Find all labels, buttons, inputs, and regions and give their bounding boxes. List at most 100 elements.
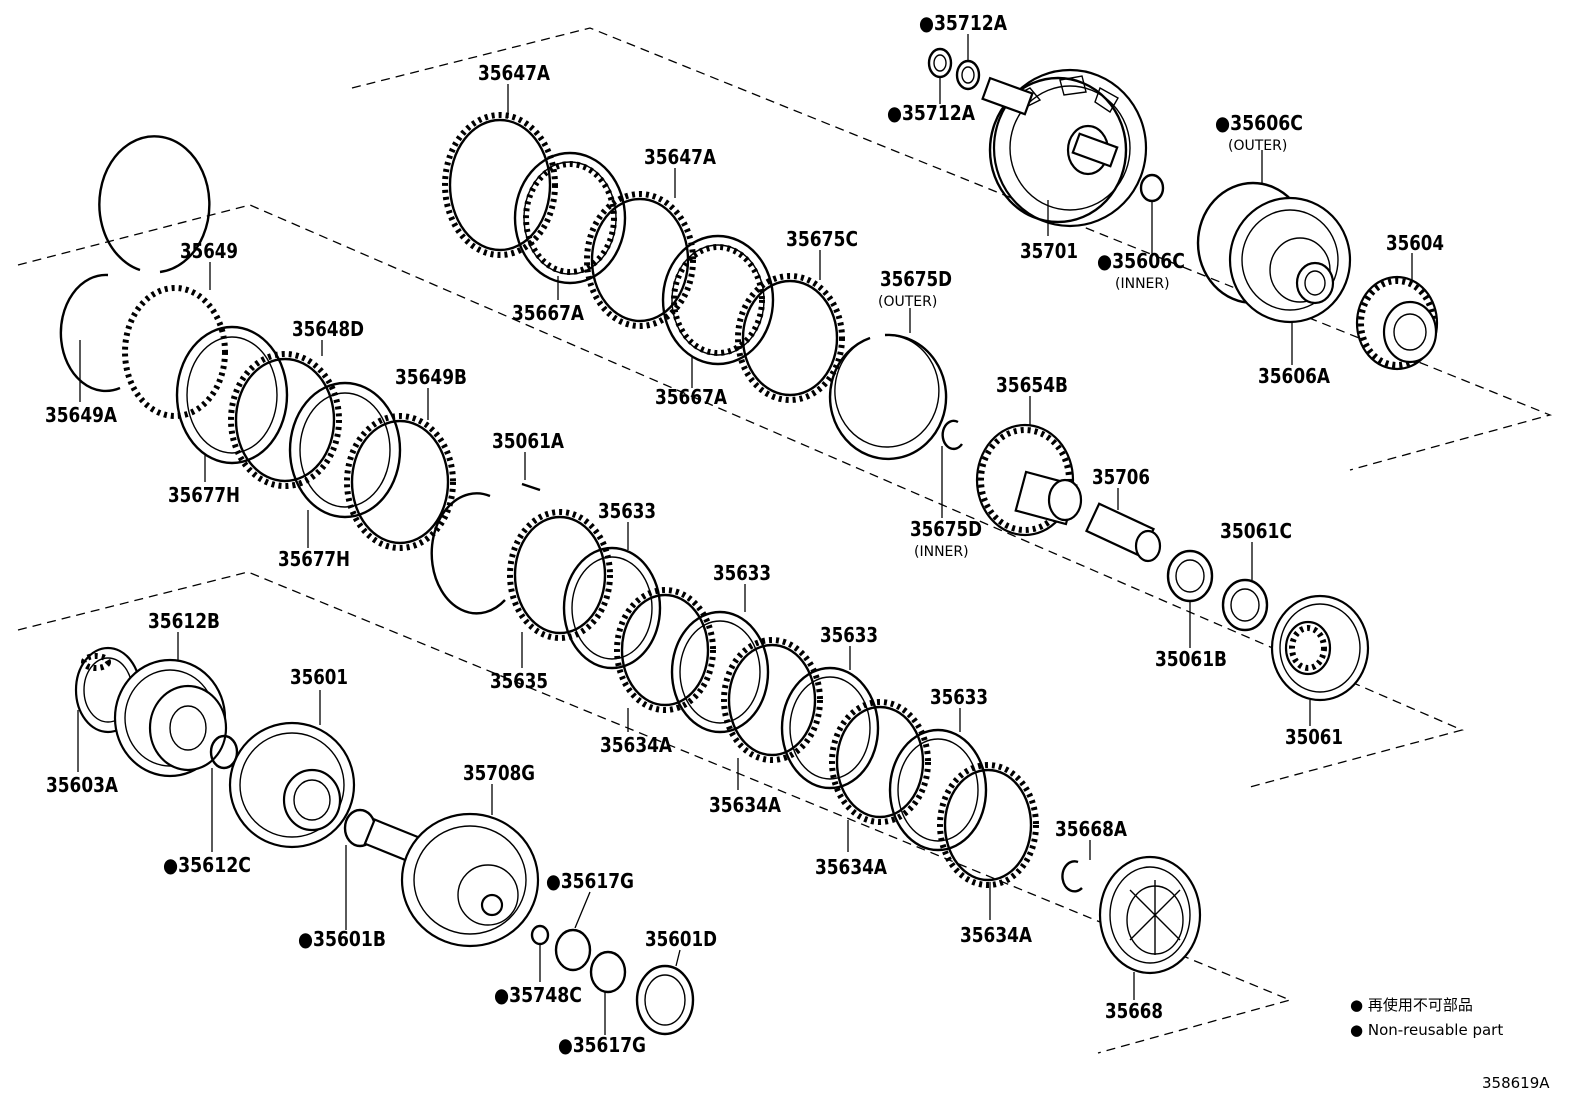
label-35061: 35061 xyxy=(1285,725,1343,749)
clutch-plate-35648D xyxy=(228,351,342,489)
label-35635: 35635 xyxy=(490,669,548,693)
clutch-plate-35647A-2 xyxy=(584,191,696,329)
label-35633-2: 35633 xyxy=(713,561,771,585)
clutch-disc-35633-4 xyxy=(888,728,988,852)
label-35633-3: 35633 xyxy=(820,623,878,647)
hub-35668 xyxy=(1098,855,1202,975)
label-35612C: ●35612C xyxy=(163,853,251,877)
label-35675D-inner: 35675D xyxy=(910,517,982,541)
hub-35061 xyxy=(1270,594,1370,702)
thrust-washer-35601D xyxy=(635,964,695,1036)
label-35677H-2: 35677H xyxy=(278,547,350,571)
label-35677H-1: 35677H xyxy=(168,483,240,507)
label-35606C-inner: ●35606C xyxy=(1097,249,1185,273)
small-ring-35606C-inner xyxy=(1139,173,1165,203)
label-35606A: 35606A xyxy=(1258,364,1330,388)
label-35061B: 35061B xyxy=(1155,647,1227,671)
snap-ring-35668A xyxy=(1061,860,1083,893)
seal-ring-35612C xyxy=(209,734,239,770)
label-35649B: 35649B xyxy=(395,365,467,389)
small-seal-rings-35712A xyxy=(927,47,981,91)
label-35612B: 35612B xyxy=(148,609,220,633)
clutch-disc-35633-1 xyxy=(562,546,662,670)
zone-outlines xyxy=(17,27,1553,1054)
shaft-35706 xyxy=(1085,502,1162,563)
drum-35701 xyxy=(981,68,1148,228)
label-35667A-2: 35667A xyxy=(655,385,727,409)
legend: ● 再使用不可部品 ● Non-reusable part xyxy=(1350,996,1503,1039)
zone-middle xyxy=(17,204,1464,788)
leader-lines xyxy=(77,34,1413,1035)
label-35061C: 35061C xyxy=(1220,519,1292,543)
seal-ring-35617G-1 xyxy=(554,928,592,972)
label-35606C-outer: ●35606C xyxy=(1215,111,1303,135)
label-35634A-1: 35634A xyxy=(600,733,672,757)
label-35633-1: 35633 xyxy=(598,499,656,523)
drum-35612B xyxy=(113,658,228,778)
label-35617G-1: ●35617G xyxy=(546,869,634,893)
diagram-reference-number: 358619A xyxy=(1482,1074,1550,1092)
label-35601D: 35601D xyxy=(645,927,717,951)
legend-english: ● Non-reusable part xyxy=(1350,1021,1503,1039)
legend-japanese: ● 再使用不可部品 xyxy=(1350,996,1473,1014)
label-35654B: 35654B xyxy=(996,373,1068,397)
label-35634A-3: 35634A xyxy=(815,855,887,879)
label-outer-35675D: (OUTER) xyxy=(878,294,937,310)
clutch-disc-35633-3 xyxy=(780,666,880,790)
gear-35654B xyxy=(975,423,1083,537)
label-35633-4: 35633 xyxy=(930,685,988,709)
clutch-plate-35634A-4 xyxy=(937,762,1039,888)
clutch-plate-35634A-2 xyxy=(721,637,823,763)
label-35701: 35701 xyxy=(1020,239,1078,263)
label-35617G-2: ●35617G xyxy=(558,1033,646,1057)
label-35634A-2: 35634A xyxy=(709,793,781,817)
washer-35061C xyxy=(1221,578,1269,632)
zone-bottom xyxy=(17,571,1293,1054)
clutch-plate-35675C xyxy=(735,273,845,403)
label-35668: 35668 xyxy=(1105,999,1163,1023)
label-35604: 35604 xyxy=(1386,231,1444,255)
label-inner-35606C: (INNER) xyxy=(1115,276,1170,292)
label-35601: 35601 xyxy=(290,665,348,689)
snap-ring-35649 xyxy=(98,135,228,419)
snap-ring-35649A xyxy=(59,273,121,393)
label-inner-35675D: (INNER) xyxy=(914,544,969,560)
label-35712A-bottom: ●35712A xyxy=(887,101,975,125)
snap-ring-35675D-outer xyxy=(828,333,948,461)
snap-ring-35675D-inner xyxy=(941,419,963,451)
label-35675D-outer: 35675D xyxy=(880,267,952,291)
clutch-plate-35635 xyxy=(507,509,613,641)
label-35706: 35706 xyxy=(1092,465,1150,489)
snap-ring-35061A xyxy=(430,482,541,615)
part-labels: ●35712A ●35712A 35701 ●35606C (OUTER) ●3… xyxy=(45,11,1444,1057)
clutch-plate-35634A-3 xyxy=(829,699,931,825)
clutch-disc-35667A-1 xyxy=(513,151,627,285)
shaft-drum-35708G xyxy=(363,812,540,948)
piston-35606A xyxy=(1196,181,1352,324)
zone-top xyxy=(351,27,1553,471)
label-outer-35606C: (OUTER) xyxy=(1228,138,1287,154)
label-35647A-1: 35647A xyxy=(478,61,550,85)
clutch-disc-35667A-2 xyxy=(661,234,775,366)
label-35748C: ●35748C xyxy=(494,983,582,1007)
seal-ring-35617G-2 xyxy=(589,950,627,994)
label-35647A-2: 35647A xyxy=(644,145,716,169)
label-35603A: 35603A xyxy=(46,773,118,797)
label-35601B: ●35601B xyxy=(298,927,386,951)
clutch-plate-35647A-1 xyxy=(442,112,558,258)
label-35648D: 35648D xyxy=(292,317,364,341)
label-35712A-top: ●35712A xyxy=(919,11,1007,35)
clutch-disc-35633-2 xyxy=(670,610,770,734)
clutch-disc-35677H-1 xyxy=(175,325,289,465)
drum-35601 xyxy=(228,721,356,849)
label-35675C: 35675C xyxy=(786,227,858,251)
bushing-35748C xyxy=(530,924,550,946)
label-35061A: 35061A xyxy=(492,429,564,453)
clutch-plate-35649B xyxy=(344,413,456,551)
label-35668A: 35668A xyxy=(1055,817,1127,841)
label-35667A-1: 35667A xyxy=(512,301,584,325)
spring-retainer-35604 xyxy=(1355,275,1439,371)
label-35708G: 35708G xyxy=(463,761,535,785)
washer-35061B xyxy=(1166,549,1214,603)
